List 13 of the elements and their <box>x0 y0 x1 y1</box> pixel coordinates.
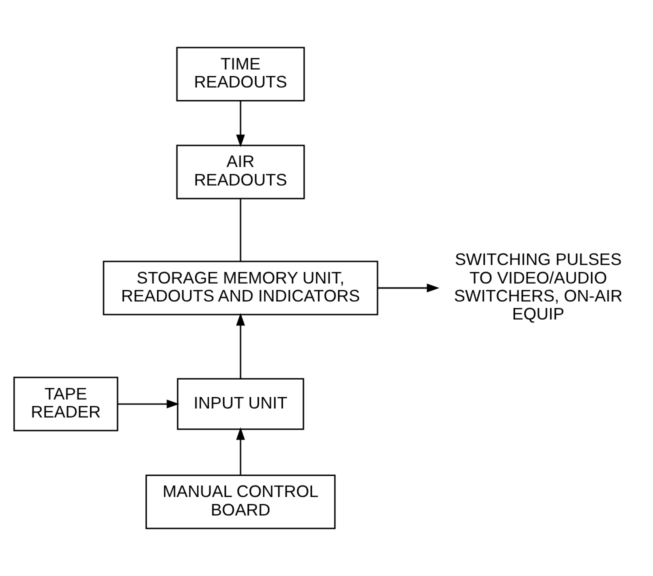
node-box: STORAGE MEMORY UNIT, READOUTS AND INDICATORS <box>102 260 378 316</box>
arrow <box>236 101 245 148</box>
node-box: MANUAL CONTROL BOARD <box>146 474 336 530</box>
node-box: AIR READOUTS <box>176 144 305 200</box>
node-box: TIME READOUTS <box>176 46 305 102</box>
node-text: SWITCHING PULSES TO VIDEO/AUDIO SWITCHERS, ON-AIR EQUIP <box>454 250 623 324</box>
arrow <box>236 427 245 475</box>
arrow <box>236 312 245 379</box>
arrow <box>378 284 440 292</box>
connector <box>240 199 242 262</box>
node-box: INPUT UNIT <box>176 378 304 430</box>
arrow <box>118 400 180 408</box>
node-box: TAPE READER <box>13 376 118 432</box>
